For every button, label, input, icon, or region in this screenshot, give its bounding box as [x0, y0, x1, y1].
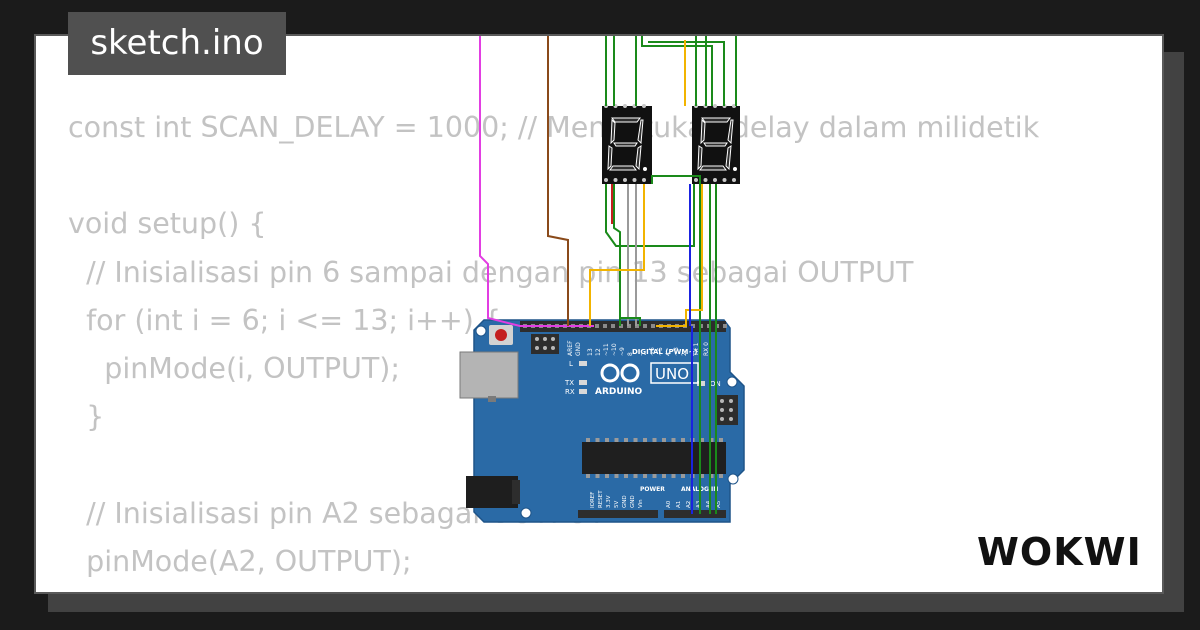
power-pin-label: RESET [598, 490, 604, 508]
digital-pin-label: 7 [641, 352, 648, 356]
code-card: const int SCAN_DELAY = 1000; // Menentuk… [34, 34, 1164, 594]
digital-pin-label: ~5 [657, 347, 664, 356]
led-rx [579, 389, 587, 394]
code-line: // Inisialisasi pin 6 sampai dengan pin … [68, 255, 914, 289]
digital-pin-label: ~10 [611, 343, 618, 356]
led-l [579, 361, 587, 366]
power-label: POWER [640, 486, 665, 493]
code-line: pinMode(A2, OUTPUT); [68, 544, 412, 578]
analog-pin-label: A5 [716, 500, 722, 508]
led-tx [579, 380, 587, 385]
wokwi-logo: WOKWI [977, 530, 1142, 574]
digital-pin-label: 12 [595, 348, 602, 356]
seven-segment-display-2[interactable] [692, 104, 740, 184]
usb-port [459, 351, 519, 399]
digital-pin-label: ~3 [673, 347, 680, 356]
microcontroller-chip [582, 442, 726, 474]
analog-header [664, 510, 726, 518]
digital-pin-label: RX 0 [703, 342, 710, 356]
uno-label: UNO [655, 365, 689, 383]
arduino-brand-label: ARDUINO [595, 387, 643, 397]
seven-segment-display-1[interactable] [602, 104, 652, 184]
code-line: pinMode(i, OUTPUT); [68, 352, 400, 386]
code-line: void setup() { [68, 207, 267, 241]
analog-pin-label: A1 [676, 501, 682, 508]
power-header [578, 510, 658, 518]
file-tab[interactable]: sketch.ino [68, 12, 286, 75]
power-pin-label: GND [622, 495, 628, 508]
digital-pin-label: GND [575, 342, 582, 356]
code-editor: const int SCAN_DELAY = 1000; // Menentuk… [68, 104, 1039, 586]
digital-pin-label: 13 [587, 348, 594, 356]
analog-pin-label: A2 [686, 501, 692, 508]
wire-brown [547, 36, 569, 326]
wokwi-logo-text: WOKWI [977, 530, 1142, 574]
digital-pin-label: 4 [665, 352, 672, 356]
code-line: for (int i = 6; i <= 13; i++) { [68, 303, 502, 337]
power-pin-label: 5V [614, 501, 620, 508]
led-l-label: L [569, 360, 573, 368]
digital-pin-label: 2 [681, 352, 688, 356]
power-pin-label: Vin [638, 499, 644, 508]
digital-pin-label: ~6 [649, 347, 656, 356]
code-line: } [68, 400, 105, 434]
digital-pin-label: ~11 [603, 343, 610, 356]
led-tx-label: TX [564, 379, 574, 387]
file-tab-label: sketch.ino [90, 23, 264, 63]
power-pin-label: 3.3V [606, 495, 612, 508]
digital-pin-label: AREF [567, 340, 574, 356]
led-rx-label: RX [565, 388, 575, 396]
wire-magenta [479, 36, 594, 327]
power-pin-label: GND [630, 495, 636, 508]
icsp-right [716, 395, 738, 425]
uno-badge [650, 362, 699, 384]
digital-label: DIGITAL (PWM~) [632, 348, 697, 356]
wires [479, 36, 737, 514]
power-jack [466, 476, 518, 508]
arduino-infinity-icon [600, 363, 640, 383]
digital-pin-label: 8 [627, 352, 634, 356]
digital-pin-label: ~9 [619, 347, 626, 356]
power-pin-label: IOREF [590, 492, 596, 508]
analog-pin-label: A0 [666, 500, 672, 508]
digital-pin-label: TX 1 [693, 342, 700, 357]
